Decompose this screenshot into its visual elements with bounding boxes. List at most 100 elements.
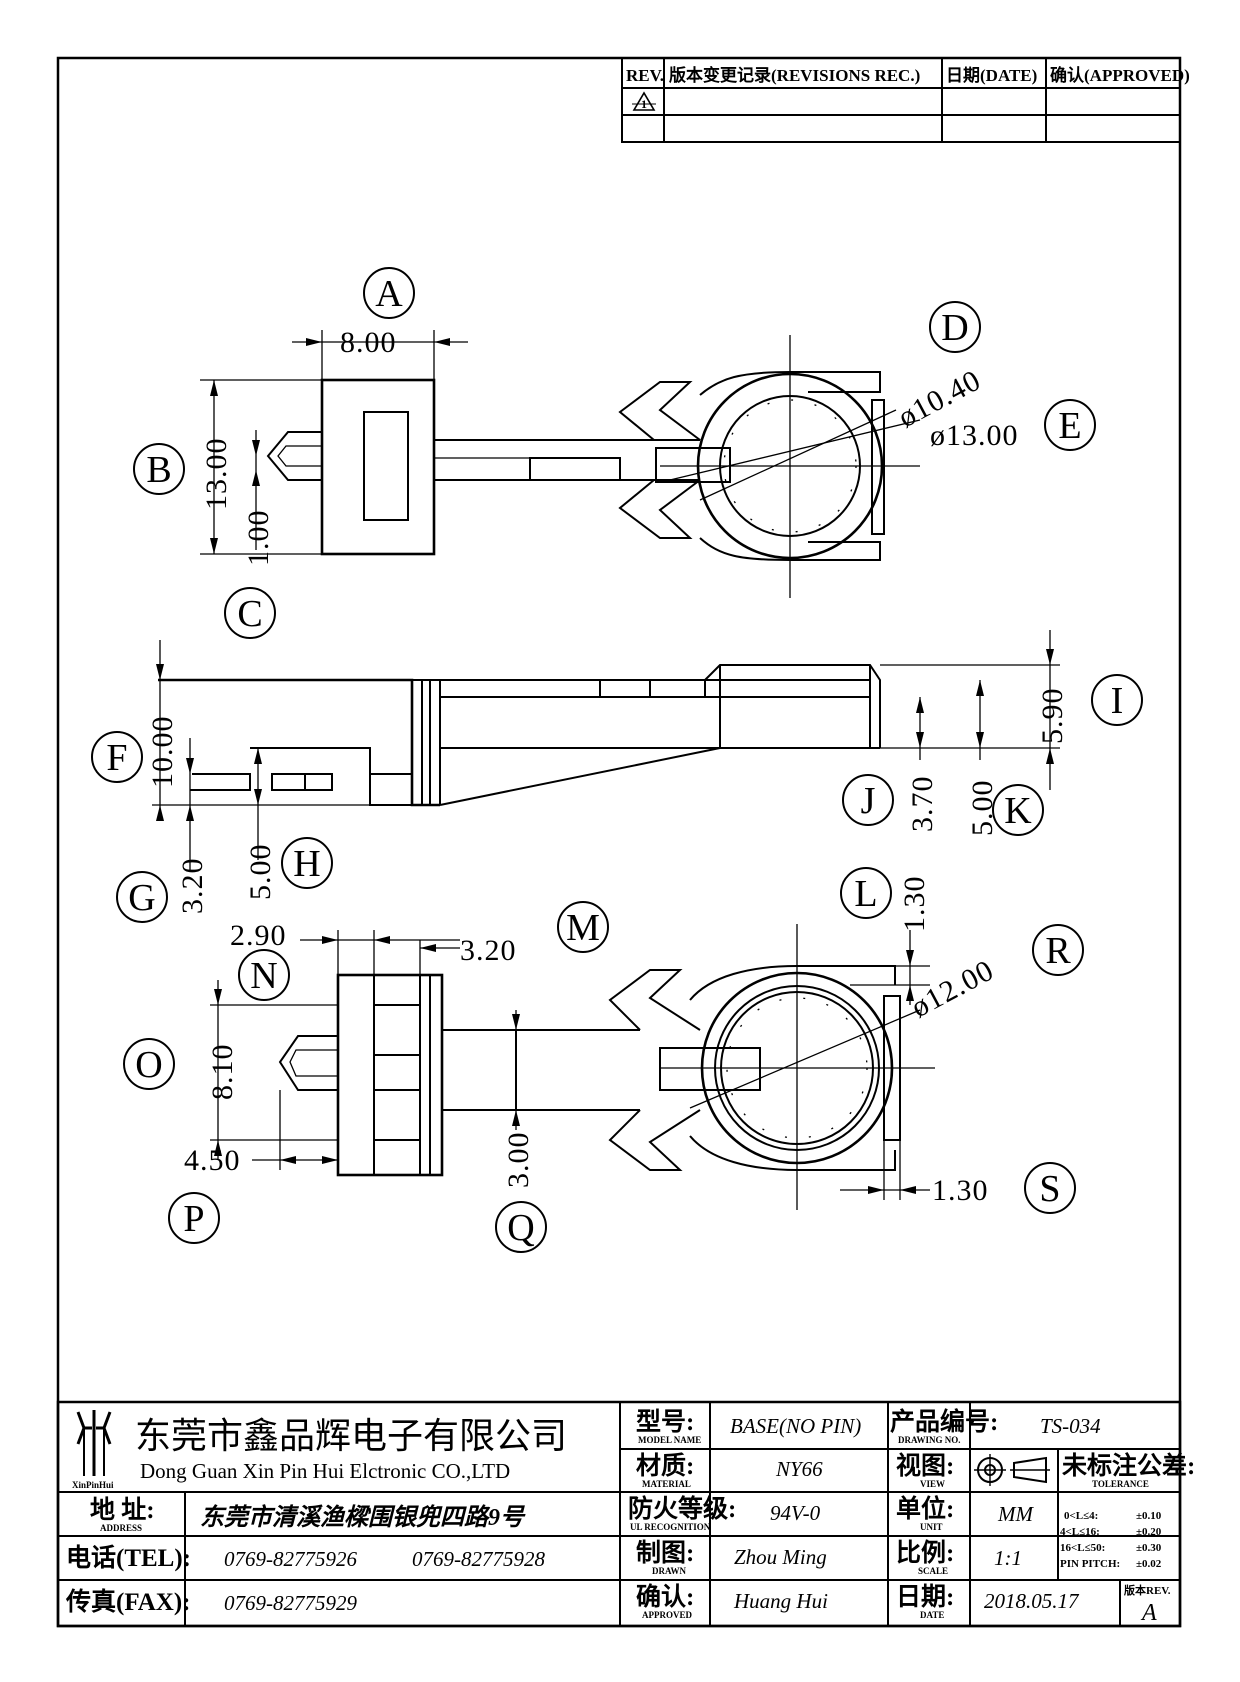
balloon-i: I: [1091, 674, 1143, 726]
scale-label: 比例:: [896, 1539, 954, 1567]
balloon-d: D: [929, 301, 981, 353]
rev-value: A: [1140, 1600, 1157, 1626]
balloon-m: M: [557, 901, 609, 953]
balloon-g: G: [116, 871, 168, 923]
dim-m2-label: 3.20: [460, 934, 517, 967]
tolerance-value: ±0.20: [1136, 1526, 1162, 1538]
ul-value: 94V-0: [770, 1501, 821, 1525]
dim-h-label: 5.00: [244, 844, 277, 901]
dim-i-label: 5.90: [1036, 688, 1069, 745]
company-name-cn: 东莞市鑫品辉电子有限公司: [135, 1416, 567, 1456]
fax-value: 0769-82775929: [224, 1591, 357, 1615]
balloons: A B C D E F G H I J K L M N O P Q R S: [91, 267, 1143, 1253]
balloon-b: B: [133, 443, 185, 495]
svg-text:H: H: [293, 843, 320, 885]
approved-value: Huang Hui: [733, 1589, 828, 1613]
balloon-p: P: [168, 1192, 220, 1244]
date-header: 日期(DATE): [946, 66, 1037, 85]
company-name-en: Dong Guan Xin Pin Hui Elctronic CO.,LTD: [140, 1459, 510, 1483]
logo-text: XinPinHui: [72, 1480, 114, 1490]
model-value: BASE(NO PIN): [730, 1414, 861, 1438]
dim-m1-label: 2.90: [230, 919, 287, 952]
tolerance-range: 0<L≤4:: [1064, 1510, 1098, 1522]
fax-label: 传真(FAX):: [65, 1588, 191, 1616]
tolerance-table: 0<L≤4: ±0.10 4<L≤16: ±0.20 16<L≤50: ±0.3…: [1060, 1510, 1162, 1570]
material-label-en: MATERIAL: [642, 1479, 691, 1489]
unit-label-en: UNIT: [920, 1522, 943, 1532]
balloon-l: L: [840, 867, 892, 919]
balloon-o: O: [123, 1038, 175, 1090]
date-value: 2018.05.17: [984, 1589, 1080, 1613]
dim-s-label: 1.30: [932, 1174, 989, 1207]
svg-text:G: G: [128, 877, 155, 919]
svg-text:R: R: [1045, 930, 1071, 972]
ul-label-en: UL RECOGNITION: [630, 1522, 711, 1532]
dim-g-label: 3.20: [176, 858, 209, 915]
dim-f-label: 10.00: [146, 716, 179, 789]
tolerance-range: 16<L≤50:: [1060, 1542, 1105, 1554]
date-label: 日期:: [896, 1583, 954, 1611]
dim-c-label: 1.00: [242, 510, 275, 567]
balloon-c: C: [224, 587, 276, 639]
top-view-dimensions: 8.00 13.00 1.00 ø10.40 ø13.00: [200, 326, 1019, 567]
svg-text:M: M: [566, 907, 600, 949]
dim-q-label: 3.00: [502, 1132, 535, 1189]
dim-p-label: 4.50: [184, 1144, 241, 1177]
svg-text:B: B: [146, 449, 171, 491]
dim-e-label: ø13.00: [930, 419, 1019, 452]
tolerance-value: ±0.02: [1136, 1558, 1162, 1570]
drawing-no-label: 产品编号:: [890, 1407, 998, 1436]
drawing-no-value: TS-034: [1040, 1414, 1101, 1438]
model-label: 型号:: [636, 1408, 694, 1436]
tolerance-range: 4<L≤16:: [1060, 1526, 1100, 1538]
svg-text:D: D: [941, 307, 968, 349]
svg-text:S: S: [1039, 1168, 1060, 1210]
dim-b-label: 13.00: [200, 438, 233, 511]
scale-value: 1:1: [994, 1546, 1022, 1570]
svg-text:I: I: [1111, 680, 1124, 722]
scale-label-en: SCALE: [918, 1566, 948, 1576]
tel2-value: 0769-82775928: [412, 1547, 545, 1571]
svg-text:C: C: [237, 593, 262, 635]
svg-text:N: N: [250, 955, 277, 997]
balloon-s: S: [1024, 1162, 1076, 1214]
tel1-value: 0769-82775926: [224, 1547, 357, 1571]
svg-text:F: F: [106, 737, 127, 779]
address-label: 地 址:: [90, 1496, 155, 1524]
material-label: 材质:: [636, 1452, 694, 1480]
svg-text:L: L: [854, 873, 877, 915]
balloon-q: Q: [495, 1201, 547, 1253]
balloon-r: R: [1032, 924, 1084, 976]
projection-symbol-icon: [974, 1454, 1050, 1486]
approved-label: 确认:: [636, 1582, 694, 1611]
balloon-k: K: [992, 784, 1044, 836]
balloon-f: F: [91, 731, 143, 783]
tolerance-value: ±0.10: [1136, 1510, 1162, 1522]
rev-header: REV.: [626, 66, 664, 85]
unit-value: MM: [997, 1502, 1034, 1526]
svg-text:O: O: [135, 1044, 162, 1086]
tel-label: 电话(TEL):: [66, 1544, 191, 1572]
tolerance-label-en: TOLERANCE: [1092, 1479, 1149, 1489]
title-block: XinPinHui 东莞市鑫品辉电子有限公司 Dong Guan Xin Pin…: [56, 1400, 1195, 1628]
rev-label: 版本REV.: [1124, 1583, 1171, 1597]
balloon-e: E: [1044, 399, 1096, 451]
bottom-view: [278, 924, 935, 1210]
company-logo: XinPinHui: [72, 1410, 114, 1490]
tolerance-label: 未标注公差:: [1062, 1451, 1195, 1480]
balloon-n: N: [238, 949, 290, 1001]
dim-a-label: 8.00: [340, 326, 397, 359]
address-value: 东莞市清溪渔樑围银兜四路9号: [200, 1504, 526, 1531]
svg-text:Q: Q: [507, 1207, 534, 1249]
svg-text:J: J: [861, 780, 876, 822]
rev-row1-number: 1: [641, 97, 647, 111]
bottom-view-dimensions: 2.90 3.20 8.10 4.50 3.00 1.30 ø12.00 1.3…: [184, 876, 999, 1208]
material-value: NY66: [775, 1457, 823, 1481]
balloon-j: J: [842, 774, 894, 826]
top-view: [266, 335, 921, 598]
tolerance-value: ±0.30: [1136, 1542, 1162, 1554]
balloon-h: H: [281, 837, 333, 889]
date-label-en: DATE: [920, 1610, 944, 1620]
sheet-border: [56, 56, 1182, 1628]
